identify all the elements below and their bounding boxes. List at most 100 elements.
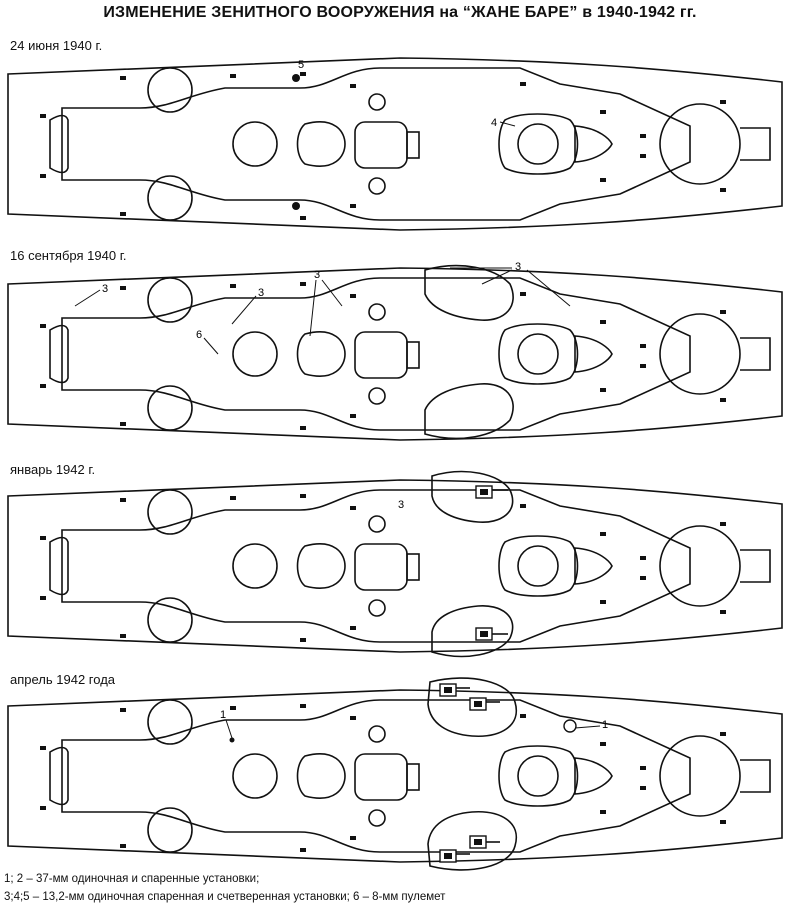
legend-line-2: 3;4;5 – 13,2-мм одиночная спаренная и сч…: [4, 891, 446, 903]
deck-fitting: [640, 134, 646, 138]
deck-fitting: [520, 504, 526, 508]
deck-fitting: [720, 522, 726, 526]
deck-fitting: [600, 320, 606, 324]
label-6: 6: [196, 329, 202, 341]
deck-fitting: [640, 786, 646, 790]
deck-fitting: [640, 364, 646, 368]
main-turret: [659, 525, 741, 607]
deck-fitting: [640, 766, 646, 770]
panel-caption-2: 16 сентября 1940 г.: [10, 248, 127, 263]
mast-base: [368, 515, 386, 533]
turret-guns: [740, 759, 771, 793]
label-3: 3: [398, 499, 404, 511]
ship-outline: [7, 689, 783, 863]
superstructure-outline: [61, 699, 691, 853]
deck-fitting: [600, 810, 606, 814]
bridge-block: [354, 753, 408, 801]
deck-fitting: [720, 188, 726, 192]
main-turret: [659, 735, 741, 817]
turret-barbette: [147, 67, 193, 113]
deck-fitting: [120, 286, 126, 290]
deck-plan-september-1940: 3 3 3 3 6: [7, 261, 783, 441]
panel-caption-3: январь 1942 г.: [10, 462, 96, 477]
deck-fitting: [40, 806, 46, 810]
ship-outline: [7, 267, 783, 441]
bridge-wing: [406, 553, 420, 581]
deck-fitting: [230, 496, 236, 500]
deck-fitting: [350, 626, 356, 630]
label-1: 1: [602, 719, 608, 731]
mount-marker: [292, 202, 300, 210]
breakwater: [574, 335, 613, 373]
deck-fitting: [600, 388, 606, 392]
sponson-top: [427, 677, 518, 737]
stern-platform: [49, 324, 69, 384]
mast-base: [368, 599, 386, 617]
turret-barbette: [232, 543, 278, 589]
deck-fitting: [300, 426, 306, 430]
deck-fitting: [300, 638, 306, 642]
turret-barbette: [147, 699, 193, 745]
stern-platform: [49, 536, 69, 596]
breakwater: [574, 757, 613, 795]
deck-fitting: [640, 576, 646, 580]
deck-fitting: [300, 282, 306, 286]
panel-caption-1: 24 июня 1940 г.: [10, 38, 103, 53]
deck-fitting: [350, 414, 356, 418]
deck-fitting: [640, 344, 646, 348]
sponson-top: [431, 470, 514, 523]
mast-base: [368, 177, 386, 195]
deck-fitting: [720, 732, 726, 736]
turret-barbette: [147, 489, 193, 535]
bridge-wing: [406, 131, 420, 159]
turret-barbette: [517, 545, 559, 587]
hull-outline: [7, 57, 783, 231]
forward-structure: [498, 745, 579, 807]
turret-barbette: [232, 121, 278, 167]
breakwater: [574, 125, 613, 163]
deck-plan-april-1942: 1 1: [7, 677, 783, 871]
label-4: 4: [491, 117, 497, 129]
deck-fitting: [120, 844, 126, 848]
superstructure-outline: [61, 277, 691, 431]
sponson-bottom: [431, 605, 514, 658]
hull-outline: [7, 479, 783, 653]
ship-outline: [7, 479, 783, 653]
deck-fitting: [640, 154, 646, 158]
turret-guns: [740, 549, 771, 583]
tower-base: [296, 331, 346, 377]
tower-base: [296, 753, 346, 799]
deck-fitting: [120, 498, 126, 502]
deck-fitting: [300, 216, 306, 220]
mast-base: [368, 809, 386, 827]
deck-fitting: [40, 746, 46, 750]
forward-structure: [498, 113, 579, 175]
deck-fitting: [350, 836, 356, 840]
breakwater: [574, 547, 613, 585]
main-turret: [659, 313, 741, 395]
deck-fitting: [120, 76, 126, 80]
deck-fitting: [120, 422, 126, 426]
stern-platform: [49, 746, 69, 806]
label-3: 3: [314, 269, 320, 281]
deck-fitting: [600, 110, 606, 114]
deck-fitting: [520, 714, 526, 718]
diagram-title: ИЗМЕНЕНИЕ ЗЕНИТНОГО ВООРУЖЕНИЯ на “ЖАНЕ …: [103, 4, 697, 21]
mount-marker: [292, 74, 300, 82]
turret-barbette: [232, 331, 278, 377]
tower-base: [296, 121, 346, 167]
forward-structure: [498, 535, 579, 597]
deck-fitting: [520, 82, 526, 86]
label-3: 3: [258, 287, 264, 299]
turret-barbette: [147, 385, 193, 431]
legend: 1; 2 – 37-мм одиночная и спаренные устан…: [4, 870, 445, 906]
panel-caption-4: апрель 1942 года: [10, 672, 116, 687]
superstructure-outline: [61, 67, 691, 221]
label-5: 5: [298, 59, 304, 71]
deck-plan-june-1940: 5 4: [7, 57, 783, 231]
mast-base: [368, 725, 386, 743]
superstructure-outline: [61, 489, 691, 643]
deck-fitting: [350, 294, 356, 298]
deck-fitting: [640, 556, 646, 560]
deck-fitting: [350, 506, 356, 510]
